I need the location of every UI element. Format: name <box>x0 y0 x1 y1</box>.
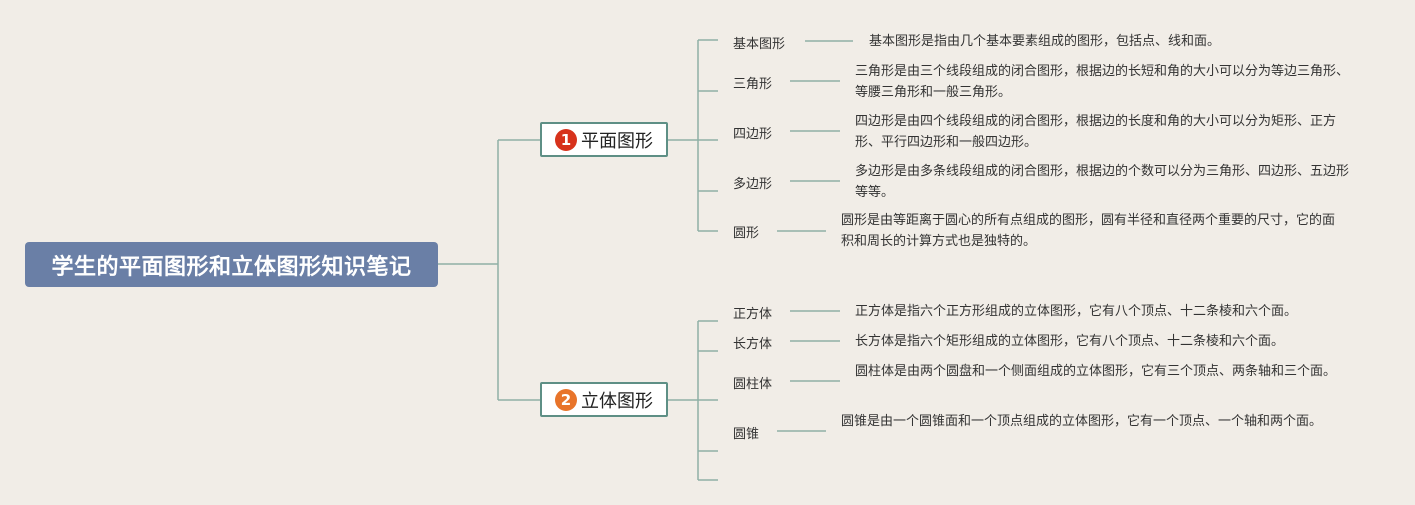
topic-cube[interactable]: 正方体 <box>733 307 773 322</box>
branch-label: 立体图形 <box>581 390 653 412</box>
branch-plane-shapes[interactable]: 1 平面图形 <box>540 122 668 157</box>
number-badge: 2 <box>555 388 577 411</box>
topic-polygon[interactable]: 多边形 <box>733 177 773 192</box>
topic-circle[interactable]: 圆形 <box>733 226 760 241</box>
topic-cone[interactable]: 圆锥 <box>733 427 760 442</box>
topic-quadrilateral[interactable]: 四边形 <box>733 127 773 142</box>
topic-cylinder[interactable]: 圆柱体 <box>733 377 773 392</box>
desc-cube: 正方体是指六个正方形组成的立体图形，它有八个顶点、十二条棱和六个面。 <box>855 304 1298 319</box>
desc-quadrilateral: 四边形是由四个线段组成的闭合图形，根据边的长度和角的大小可以分为矩形、正方形、平… <box>855 114 1337 150</box>
root-topic[interactable]: 学生的平面图形和立体图形知识笔记 <box>25 242 438 287</box>
desc-basic-shapes: 基本图形是指由几个基本要素组成的图形，包括点、线和面。 <box>869 34 1221 49</box>
topic-cuboid[interactable]: 长方体 <box>733 337 773 352</box>
desc-cylinder: 圆柱体是由两个圆盘和一个侧面组成的立体图形，它有三个顶点、两条轴和三个面。 <box>855 364 1337 379</box>
topic-basic-shapes[interactable]: 基本图形 <box>733 37 786 52</box>
desc-polygon: 多边形是由多条线段组成的闭合图形，根据边的个数可以分为三角形、四边形、五边形等等… <box>855 164 1350 200</box>
topic-triangle[interactable]: 三角形 <box>733 77 773 92</box>
branch-solid-shapes[interactable]: 2 立体图形 <box>540 382 668 417</box>
branch-label: 平面图形 <box>581 130 653 152</box>
desc-cone: 圆锥是由一个圆锥面和一个顶点组成的立体图形，它有一个顶点、一个轴和两个面。 <box>841 414 1323 429</box>
desc-cuboid: 长方体是指六个矩形组成的立体图形，它有八个顶点、十二条棱和六个面。 <box>855 334 1285 349</box>
desc-circle: 圆形是由等距离于圆心的所有点组成的图形，圆有半径和直径两个重要的尺寸，它的面积和… <box>841 213 1336 249</box>
desc-triangle: 三角形是由三个线段组成的闭合图形，根据边的长短和角的大小可以分为等边三角形、等腰… <box>855 64 1350 100</box>
number-badge: 1 <box>555 128 577 151</box>
